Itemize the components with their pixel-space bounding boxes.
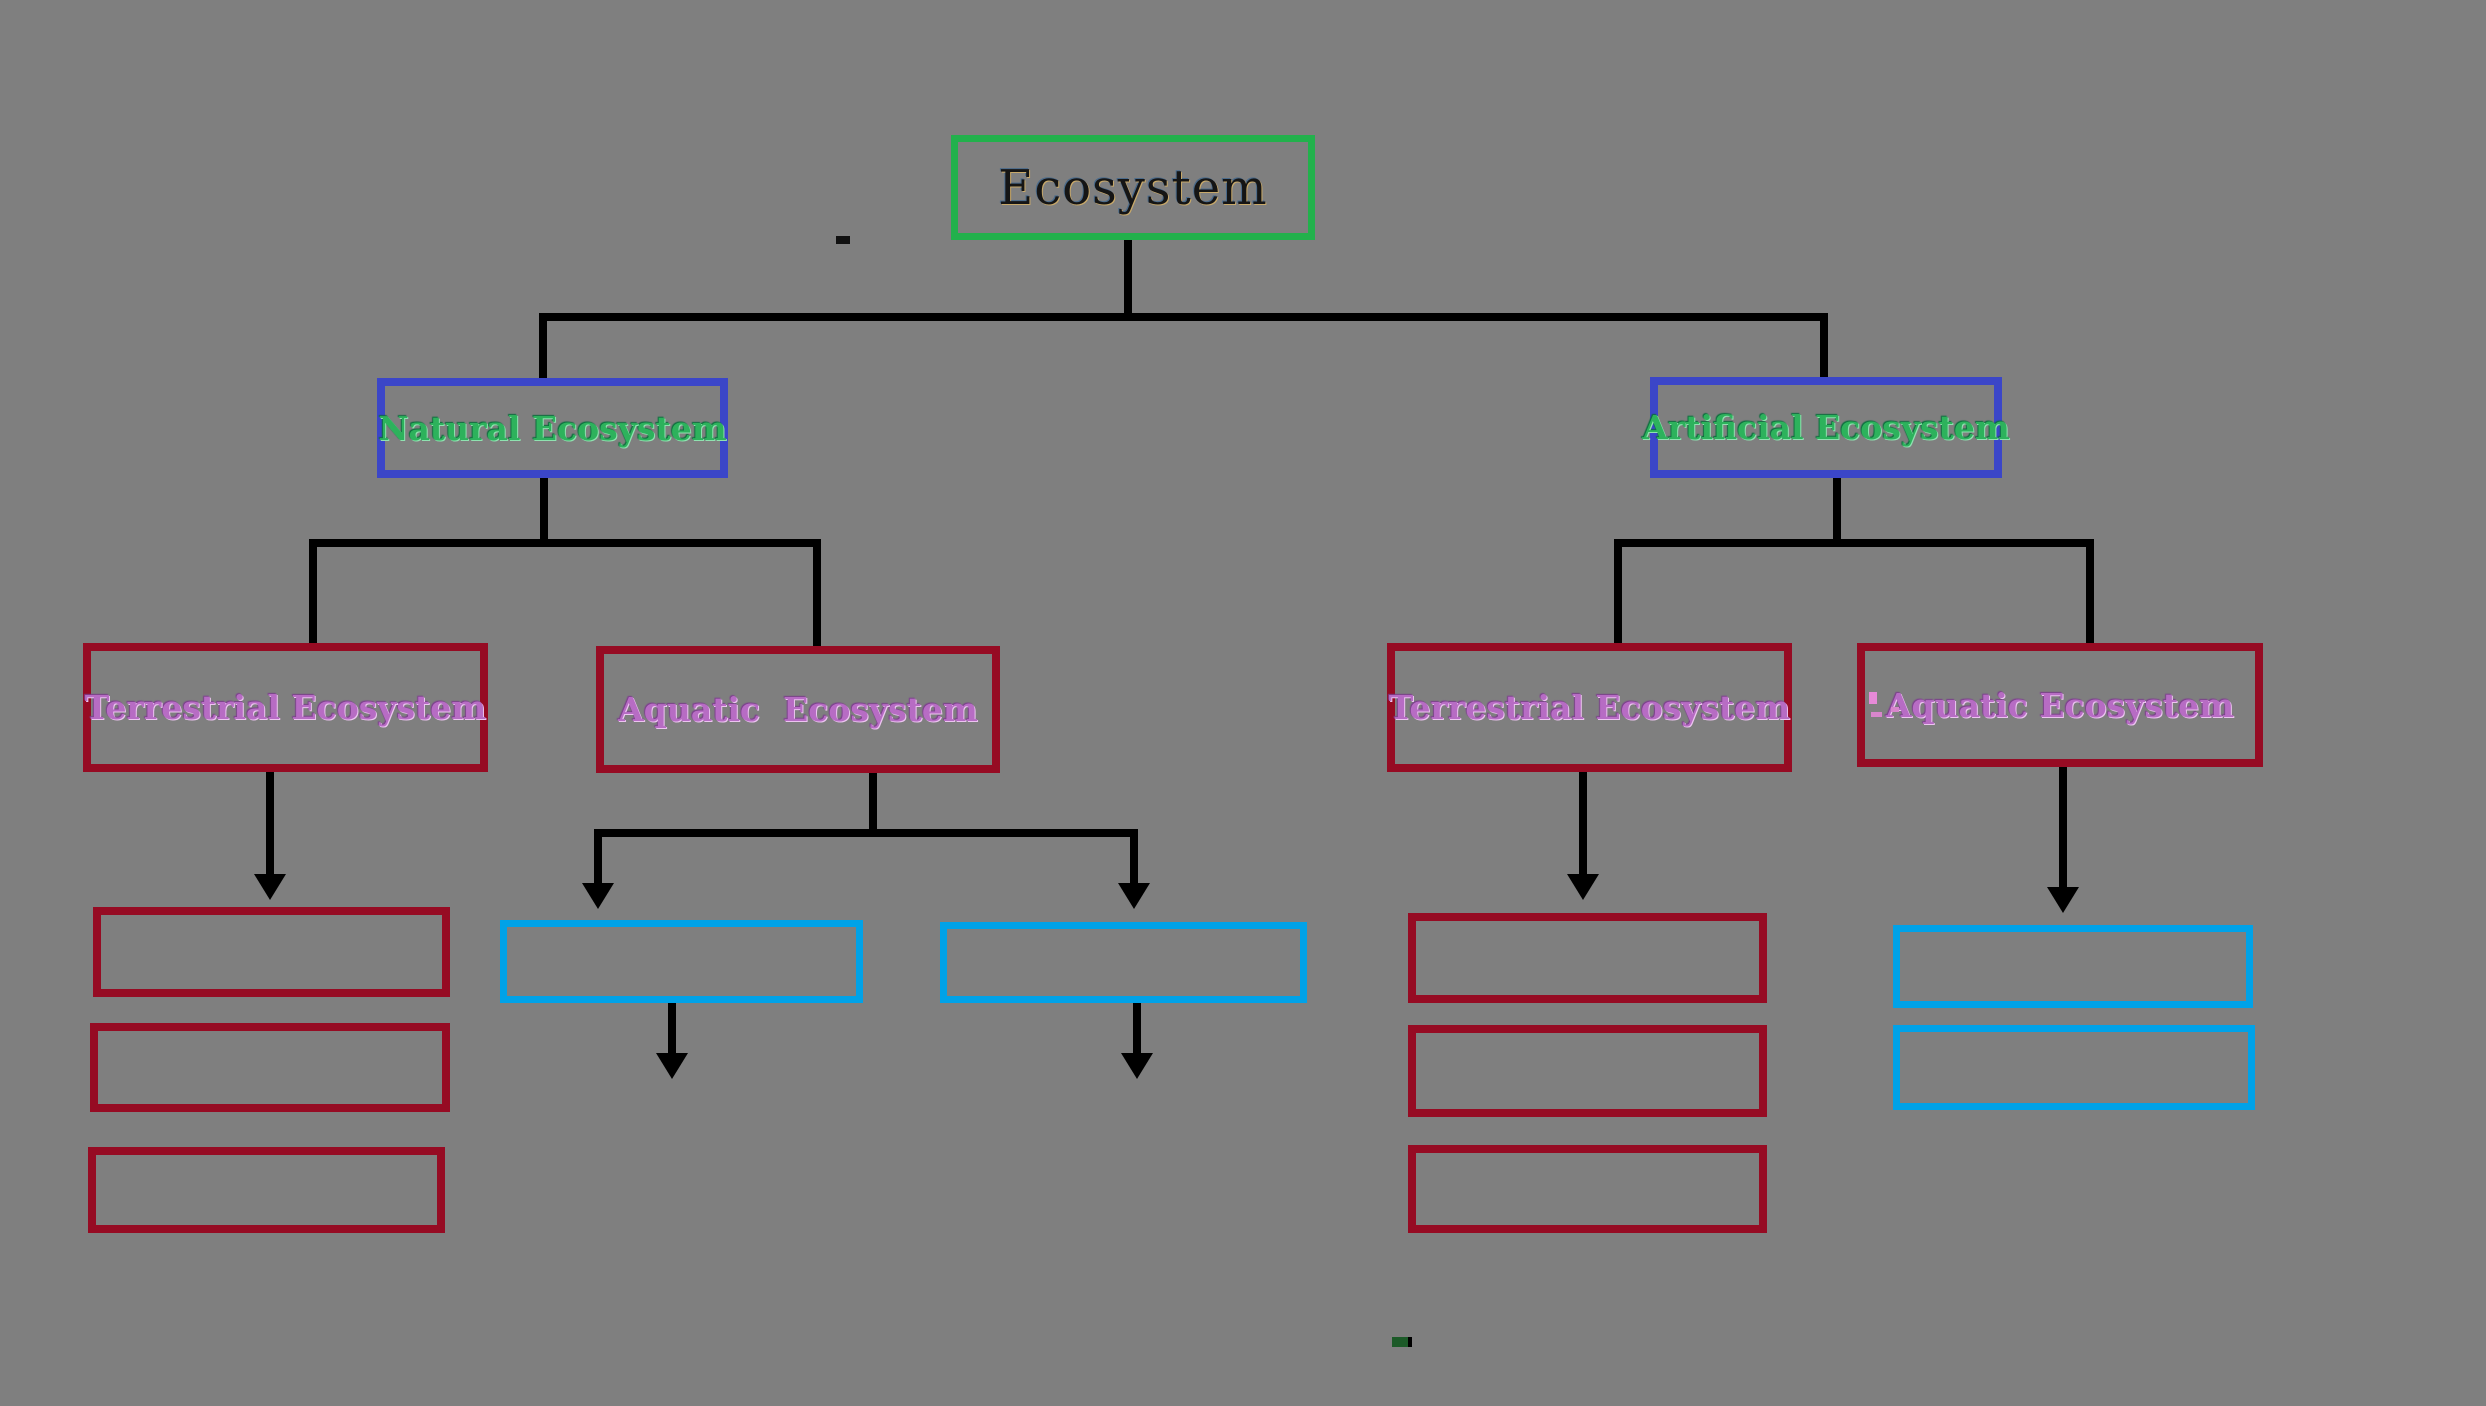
- arrow-down-icon: [2047, 887, 2079, 913]
- empty-box-natural-terrestrial-2: [90, 1023, 450, 1112]
- empty-box-artificial-terrestrial-3: [1408, 1145, 1767, 1233]
- node-natural-aquatic: Aquatic Ecosystem: [596, 646, 1000, 773]
- node-natural-aquatic-label: Aquatic Ecosystem: [618, 690, 978, 729]
- connector-drop-natural: [539, 313, 547, 380]
- connector-drop-natural-terrestrial: [309, 539, 317, 645]
- arrow-line-below-cyan-left: [668, 1003, 676, 1055]
- node-artificial-terrestrial: Terrestrial Ecosystem: [1387, 643, 1792, 772]
- empty-box-artificial-aquatic-2: [1893, 1025, 2255, 1110]
- connector-drop-artificial-aquatic: [2086, 539, 2094, 645]
- arrow-down-icon: [582, 883, 614, 909]
- arrow-line-artificial-terrestrial: [1579, 772, 1587, 876]
- arrow-down-icon: [1121, 1053, 1153, 1079]
- arrow-line-aquatic-right-child: [1130, 829, 1138, 885]
- empty-box-artificial-aquatic-1: [1893, 925, 2253, 1008]
- empty-box-artificial-terrestrial-1: [1408, 913, 1767, 1003]
- node-artificial-ecosystem: Artificial Ecosystem: [1642, 377, 2010, 478]
- arrow-down-icon: [1118, 883, 1150, 909]
- arrow-down-icon: [1567, 874, 1599, 900]
- arrow-line-below-cyan-right: [1133, 1003, 1141, 1055]
- connector-artificial-horizontal: [1614, 539, 2094, 547]
- artifact-pink-dash-1: [1871, 712, 1882, 717]
- node-natural-ecosystem: Natural Ecosystem: [377, 378, 728, 478]
- connector-natural-aquatic-horizontal: [594, 829, 1138, 837]
- connector-natural-aquatic-stem: [869, 773, 877, 837]
- arrow-line-artificial-aquatic: [2059, 767, 2067, 889]
- node-artificial-terrestrial-label: Terrestrial Ecosystem: [1388, 688, 1791, 727]
- node-natural-terrestrial-label: Terrestrial Ecosystem: [84, 688, 487, 727]
- artifact-black-dash: [836, 236, 850, 244]
- connector-drop-artificial: [1820, 313, 1828, 380]
- node-artificial-label: Artificial Ecosystem: [1642, 408, 2010, 447]
- artifact-pink-dash-2: [1891, 707, 1899, 712]
- empty-box-natural-aquatic-1: [500, 920, 863, 1003]
- arrow-line-aquatic-left-child: [594, 829, 602, 885]
- node-artificial-aquatic: Aquatic Ecosystem: [1857, 643, 2263, 767]
- empty-box-natural-terrestrial-3: [88, 1147, 445, 1233]
- node-natural-label: Natural Ecosystem: [378, 408, 727, 448]
- node-ecosystem: Ecosystem: [951, 135, 1315, 240]
- connector-drop-artificial-terrestrial: [1614, 539, 1622, 645]
- connector-root-stem: [1124, 240, 1132, 318]
- connector-artificial-stem: [1833, 478, 1841, 547]
- arrow-down-icon: [656, 1053, 688, 1079]
- empty-box-artificial-terrestrial-2: [1408, 1025, 1767, 1117]
- artifact-pink-square: [1869, 692, 1877, 704]
- connector-natural-stem: [540, 478, 548, 547]
- empty-box-natural-terrestrial-1: [93, 907, 450, 997]
- artifact-green-dash: [1392, 1337, 1412, 1347]
- connector-natural-horizontal: [309, 539, 821, 547]
- connector-drop-natural-aquatic: [813, 539, 821, 648]
- node-artificial-aquatic-label: Aquatic Ecosystem: [1885, 685, 2235, 725]
- node-natural-terrestrial: Terrestrial Ecosystem: [83, 643, 488, 772]
- node-ecosystem-label: Ecosystem: [998, 159, 1268, 216]
- arrow-down-icon: [254, 874, 286, 900]
- arrow-line-natural-terrestrial: [266, 772, 274, 876]
- empty-box-natural-aquatic-2: [940, 922, 1307, 1003]
- connector-level1-horizontal: [539, 313, 1828, 321]
